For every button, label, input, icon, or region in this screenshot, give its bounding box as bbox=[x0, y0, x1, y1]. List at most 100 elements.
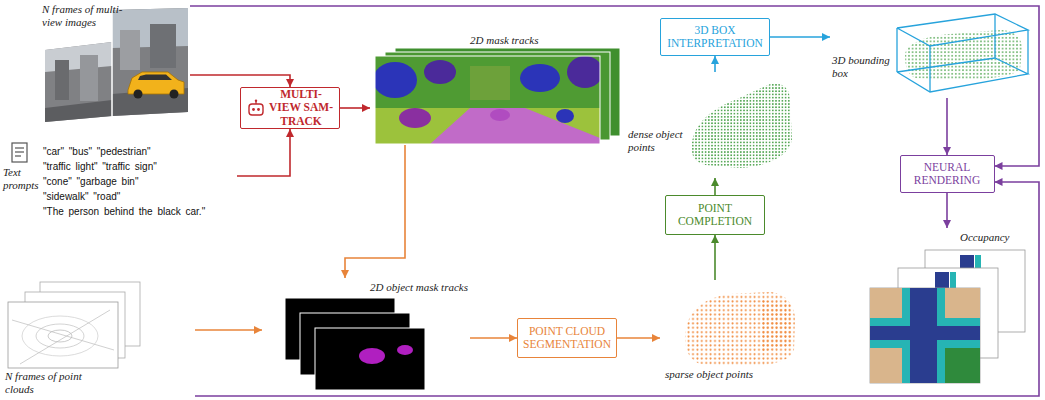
multi-view-images-part bbox=[80, 55, 98, 101]
multi-view-images-part bbox=[150, 24, 176, 68]
mask-track-frames-part-part bbox=[490, 109, 510, 121]
point-cloud-frames-part bbox=[36, 324, 84, 348]
occupancy-frames-part-part bbox=[870, 348, 902, 383]
robot-icon bbox=[247, 99, 265, 117]
occupancy-frames-part-part bbox=[870, 326, 980, 340]
multi-view-images-part bbox=[45, 100, 112, 122]
process-box: POINT COMPLETION bbox=[665, 195, 765, 235]
prompt-text: "traffic light" "traffic sign" bbox=[43, 159, 157, 174]
process-label: 3D BOX INTERPRETATION bbox=[667, 24, 763, 50]
mask-track-frames-part-part bbox=[399, 108, 431, 128]
image-stack: N frames of point clouds bbox=[2, 278, 195, 398]
robot-icon-eye bbox=[252, 108, 255, 111]
occupancy-frames bbox=[870, 250, 1025, 383]
object-mask-frames bbox=[285, 298, 425, 390]
bounding-box-figure-part bbox=[897, 58, 1028, 92]
text-prompt-icon bbox=[12, 143, 27, 162]
point-cloud-frames-part bbox=[12, 320, 114, 350]
text-prompt-icon-part bbox=[15, 147, 24, 148]
figure-caption: 2D object mask tracks bbox=[332, 281, 468, 294]
figure-caption: N frames of multi-view images bbox=[42, 3, 130, 28]
occupancy-frames-part-part bbox=[945, 348, 980, 383]
bounding-box-figure-part bbox=[897, 14, 1028, 46]
text-prompt-icon-part bbox=[12, 143, 27, 162]
occupancy-frames-part bbox=[870, 288, 980, 383]
multi-view-images-part bbox=[45, 42, 112, 122]
flow-arrow bbox=[190, 75, 290, 87]
flow-arrow bbox=[345, 145, 405, 278]
figure-caption: Occupancy bbox=[960, 231, 1032, 244]
flow-arrow bbox=[946, 193, 948, 228]
prompt-text: "car" "bus" "pedestrian" bbox=[43, 144, 151, 159]
image-stack: 2D mask tracks bbox=[370, 34, 625, 145]
multi-view-images-part bbox=[134, 90, 143, 99]
image-figure: sparse object points bbox=[660, 280, 800, 395]
multi-view-images-part bbox=[138, 75, 172, 81]
flow-arrow bbox=[470, 337, 517, 339]
prompt-list: Text prompts"car" "bus" "pedestrian""tra… bbox=[3, 142, 237, 222]
point-cloud-frames-part bbox=[20, 310, 110, 364]
image-stack: N frames of multi-view images bbox=[40, 0, 190, 125]
bounding-box-figure-part bbox=[929, 46, 930, 92]
occupancy-frames-part-part bbox=[945, 288, 980, 318]
point-cloud-frames-part bbox=[8, 302, 118, 368]
mask-track-frames-part bbox=[375, 56, 600, 144]
image-stack: Occupancy bbox=[862, 228, 1035, 388]
occupancy-frames-part bbox=[870, 288, 980, 383]
bounding-box-figure-part bbox=[905, 30, 1022, 80]
bounding-box-figure bbox=[897, 14, 1028, 92]
flow-arrow bbox=[617, 337, 660, 339]
image-figure: dense object points bbox=[625, 72, 795, 178]
sparse-points-figure-part bbox=[685, 292, 795, 366]
sparse-points-figure-part bbox=[760, 300, 792, 352]
process-label: POINT CLOUD SEGMENTATION bbox=[523, 325, 611, 351]
object-mask-frames-part bbox=[359, 348, 385, 364]
mask-track-frames-part-part bbox=[375, 108, 600, 144]
multi-view-images-part bbox=[112, 8, 188, 116]
sparse-points-figure bbox=[685, 292, 795, 366]
mask-track-frames-part-part bbox=[567, 56, 600, 88]
process-box: NEURAL RENDERING bbox=[900, 155, 995, 193]
flow-arrow bbox=[714, 235, 716, 280]
robot-icon-antenna bbox=[255, 100, 257, 102]
flow-arrow bbox=[714, 178, 716, 195]
object-mask-frames-part bbox=[315, 328, 425, 390]
image-figure: 3D bounding box bbox=[830, 2, 1032, 98]
flow-arrow bbox=[237, 129, 290, 176]
bounding-box-figure-part bbox=[896, 28, 897, 72]
process-label: NEURAL RENDERING bbox=[907, 161, 988, 187]
process-label: POINT COMPLETION bbox=[672, 202, 758, 228]
mask-track-frames bbox=[373, 48, 620, 144]
multi-view-images-part bbox=[170, 90, 179, 99]
figure-caption: sparse object points bbox=[665, 368, 795, 381]
figure-caption: N frames of point clouds bbox=[5, 370, 83, 395]
mask-track-frames-part-part bbox=[520, 64, 560, 92]
mask-track-frames-part-part bbox=[470, 66, 510, 100]
robot-icon-head bbox=[249, 104, 263, 115]
bounding-box-figure-part bbox=[994, 14, 995, 58]
prompt-text: "The person behind the black car." bbox=[43, 204, 205, 219]
process-box: MULTI-VIEW SAM-TRACK bbox=[240, 87, 340, 129]
multi-view-images-part bbox=[111, 10, 113, 116]
mask-track-frames-part-part bbox=[430, 108, 600, 144]
mask-track-frames-part-part bbox=[556, 109, 574, 123]
figure-caption: 3D bounding box bbox=[832, 54, 894, 79]
point-cloud-frames-part bbox=[22, 316, 98, 356]
dense-points-figure-part bbox=[692, 84, 792, 168]
flow-arrow bbox=[946, 98, 948, 155]
flow-arrow bbox=[714, 56, 716, 72]
multi-view-images-part bbox=[55, 60, 69, 100]
text-prompt-icon-part bbox=[15, 151, 24, 152]
figure-caption: 2D mask tracks bbox=[470, 34, 600, 47]
flow-arrow bbox=[195, 182, 1039, 396]
mask-track-frames-part-part bbox=[375, 62, 417, 98]
object-mask-frames-part bbox=[397, 345, 413, 355]
flow-arrow bbox=[340, 107, 370, 109]
point-cloud-frames bbox=[8, 282, 140, 368]
occupancy-frames-part-part bbox=[870, 288, 902, 318]
figure-caption: Text prompts bbox=[3, 166, 41, 191]
process-label: MULTI-VIEW SAM-TRACK bbox=[269, 88, 333, 128]
mask-track-frames-part bbox=[375, 56, 600, 144]
process-box: 3D BOX INTERPRETATION bbox=[660, 18, 770, 56]
image-stack: 2D object mask tracks bbox=[262, 278, 470, 395]
